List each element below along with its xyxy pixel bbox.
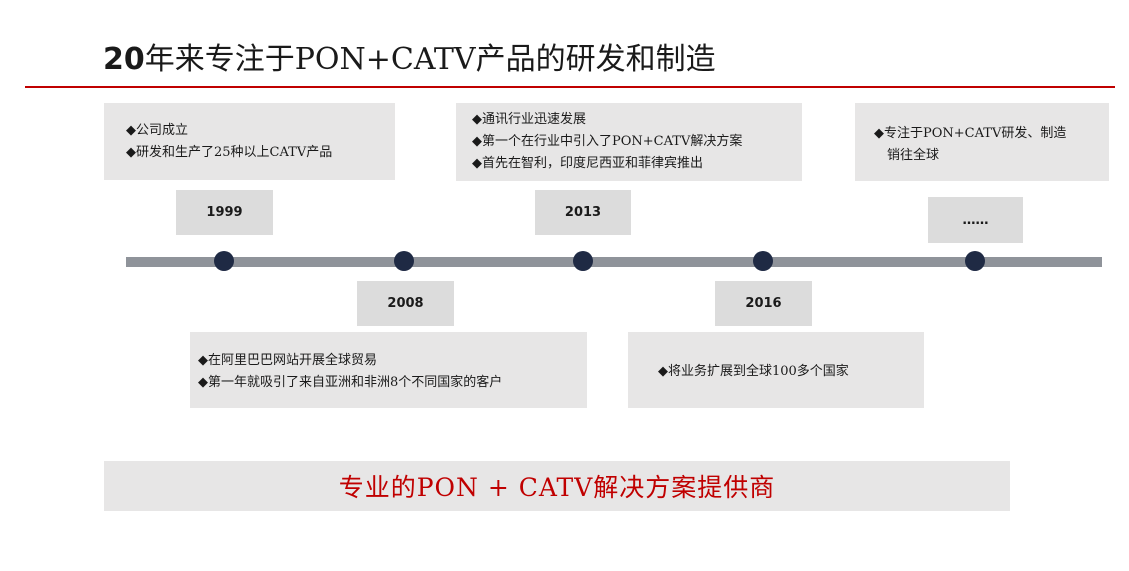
milestone-line: ◆第一个在行业中引入了PON+CATV解决方案: [472, 134, 743, 149]
milestone-line: ◆首先在智利，印度尼西亚和菲律宾推出: [472, 156, 703, 171]
milestone-line: ◆第一年就吸引了来自亚洲和非洲8个不同国家的客户: [198, 375, 503, 390]
milestone-1999-box: ◆公司成立 ◆研发和生产了25种以上CATV产品: [104, 103, 395, 180]
timeline-node-future: [965, 251, 985, 271]
milestone-future-box: ◆专注于PON+CATV研发、制造 销往全球: [855, 103, 1109, 181]
year-label-2016: 2016: [715, 281, 812, 326]
title-text: 年来专注于PON+CATV产品的研发和制造: [144, 42, 716, 77]
year-label-2008: 2008: [357, 281, 454, 326]
timeline-node-2013: [573, 251, 593, 271]
tagline-banner: 专业的PON + CATV解决方案提供商: [104, 461, 1010, 511]
milestone-2008-box: ◆在阿里巴巴网站开展全球贸易 ◆第一年就吸引了来自亚洲和非洲8个不同国家的客户: [190, 332, 587, 408]
timeline-node-2008: [394, 251, 414, 271]
title-divider: [25, 86, 1115, 88]
milestone-line: ◆公司成立: [126, 123, 188, 138]
timeline-node-1999: [214, 251, 234, 271]
milestone-2013-box: ◆通讯行业迅速发展 ◆第一个在行业中引入了PON+CATV解决方案 ◆首先在智利…: [456, 103, 802, 181]
year-label-1999: 1999: [176, 190, 273, 235]
milestone-line: ◆专注于PON+CATV研发、制造: [874, 126, 1067, 141]
timeline-axis: [126, 257, 1102, 267]
timeline-node-2016: [753, 251, 773, 271]
page-title: 20年来专注于PON+CATV产品的研发和制造: [103, 38, 716, 82]
year-label-future: ……: [928, 197, 1023, 243]
milestone-line: ◆将业务扩展到全球100多个国家: [658, 364, 849, 379]
milestone-2016-box: ◆将业务扩展到全球100多个国家: [628, 332, 924, 408]
milestone-line: ◆研发和生产了25种以上CATV产品: [126, 145, 333, 160]
milestone-line: ◆在阿里巴巴网站开展全球贸易: [198, 353, 377, 368]
milestone-line: 销往全球: [874, 148, 940, 163]
milestone-line: ◆通讯行业迅速发展: [472, 112, 586, 127]
year-label-2013: 2013: [535, 190, 631, 235]
title-prefix: 20: [103, 42, 145, 77]
